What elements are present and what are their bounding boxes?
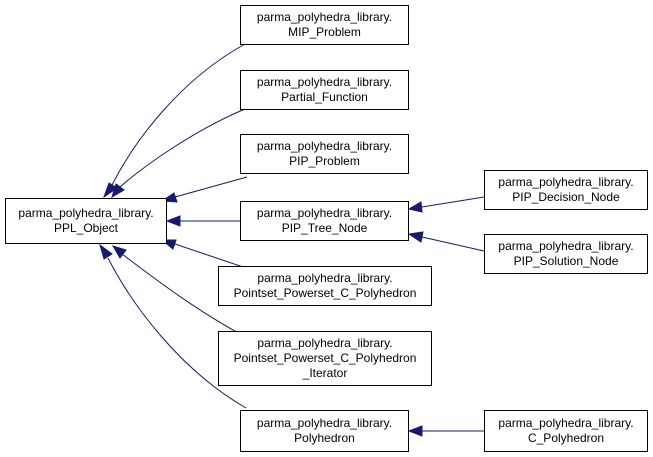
node-partial-function-line1: parma_polyhedra_library. (256, 75, 393, 89)
edge-partial-function-to-ppl-object (119, 108, 246, 188)
edge-pointset-powerset-iterator-to-ppl-object (121, 253, 245, 337)
node-pip-decision-node-line2: PIP_Decision_Node (512, 190, 620, 204)
node-pip-problem-line1: parma_polyhedra_library. (256, 139, 393, 153)
node-ppl-object-line2: PPL_Object (53, 221, 119, 235)
arrowhead-pip-tree-node (165, 215, 181, 227)
edge-pip-solution-node-to-pip-tree-node (421, 236, 485, 252)
edge-pip-problem-to-ppl-object (174, 176, 248, 198)
node-c-polyhedron[interactable]: parma_polyhedra_library. C_Polyhedron (484, 410, 648, 452)
node-pointset-powerset-iterator-line2: Pointset_Powerset_C_Polyhedron (233, 351, 417, 365)
node-c-polyhedron-line1: parma_polyhedra_library. (498, 416, 634, 430)
node-pip-solution-node-line1: parma_polyhedra_library. (498, 239, 634, 253)
node-pointset-powerset-iterator-line3: _Iterator (302, 366, 348, 380)
node-ppl-object-line1: parma_polyhedra_library. (18, 206, 154, 220)
node-ppl-object[interactable]: parma_polyhedra_library. PPL_Object (5, 198, 167, 244)
node-pointset-powerset-line2: Pointset_Powerset_C_Polyhedron (233, 286, 417, 300)
edge-mip-problem-to-ppl-object (111, 43, 246, 186)
arrowhead-c-polyhedron (407, 425, 423, 437)
node-pip-solution-node-line2: PIP_Solution_Node (513, 254, 619, 268)
node-pip-decision-node[interactable]: parma_polyhedra_library. PIP_Decision_No… (484, 170, 648, 210)
arrowhead-pointset-powerset-iterator (111, 245, 127, 259)
node-pip-tree-node-line1: parma_polyhedra_library. (256, 206, 393, 220)
node-pip-problem[interactable]: parma_polyhedra_library. PIP_Problem (240, 134, 409, 174)
node-partial-function-line2: Partial_Function (281, 90, 368, 104)
node-mip-problem-line1: parma_polyhedra_library. (256, 10, 393, 24)
node-mip-problem-line2: MIP_Problem (288, 25, 361, 39)
node-pip-decision-node-line1: parma_polyhedra_library. (498, 175, 634, 189)
node-polyhedron-line2: Polyhedron (294, 431, 355, 445)
node-pip-solution-node[interactable]: parma_polyhedra_library. PIP_Solution_No… (484, 234, 648, 274)
node-pointset-powerset-iterator[interactable]: parma_polyhedra_library. Pointset_Powers… (218, 331, 432, 386)
node-pointset-powerset[interactable]: parma_polyhedra_library. Pointset_Powers… (218, 266, 432, 306)
node-partial-function[interactable]: parma_polyhedra_library. Partial_Functio… (240, 70, 409, 110)
arrowhead-pip-decision-node (407, 201, 423, 213)
node-pointset-powerset-iterator-line1: parma_polyhedra_library. (257, 336, 393, 350)
edge-polyhedron-to-ppl-object (107, 257, 247, 409)
node-c-polyhedron-line2: C_Polyhedron (527, 431, 605, 445)
arrowhead-polyhedron (99, 243, 113, 260)
arrowhead-mip-problem (103, 182, 118, 199)
node-polyhedron[interactable]: parma_polyhedra_library. Polyhedron (240, 410, 409, 452)
node-pointset-powerset-line1: parma_polyhedra_library. (257, 271, 393, 285)
node-pip-problem-line2: PIP_Problem (289, 154, 360, 168)
edge-pointset-powerset-to-ppl-object (174, 243, 247, 269)
node-pip-tree-node[interactable]: parma_polyhedra_library. PIP_Tree_Node (240, 201, 409, 241)
node-pip-tree-node-line2: PIP_Tree_Node (281, 221, 368, 235)
node-mip-problem[interactable]: parma_polyhedra_library. MIP_Problem (240, 5, 409, 45)
arrowhead-pip-solution-node (407, 231, 424, 243)
node-polyhedron-line1: parma_polyhedra_library. (256, 416, 393, 430)
edge-pip-decision-node-to-pip-tree-node (421, 196, 485, 208)
arrowhead-partial-function (111, 183, 125, 199)
